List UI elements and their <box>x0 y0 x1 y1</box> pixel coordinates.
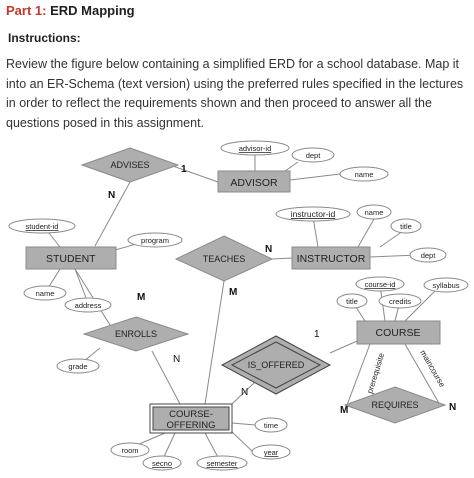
role-prerequisite: prerequisite <box>365 351 386 394</box>
relationship-enrolls: ENROLLS <box>82 316 190 352</box>
attr-instructor-title: title <box>400 222 412 231</box>
svg-text:COURSE: COURSE <box>376 327 421 339</box>
svg-text:INSTRUCTOR: INSTRUCTOR <box>297 253 366 265</box>
card-teaches-instructor: N <box>265 244 272 255</box>
part-label: Part 1: <box>6 3 47 18</box>
attr-syllabus: syllabus <box>432 281 459 290</box>
card-teaches-offering: M <box>229 287 237 298</box>
attr-course-title: title <box>346 297 358 306</box>
relationship-requires: REQUIRES <box>343 386 447 424</box>
attr-instructor-id: instructor-id <box>291 209 336 219</box>
attr-advisor-name: name <box>355 170 374 179</box>
svg-text:ENROLLS: ENROLLS <box>115 329 157 339</box>
attr-secno: secno <box>152 459 172 468</box>
attribute-ovals <box>8 140 469 471</box>
card-enrolls-student: M <box>137 292 145 303</box>
entity-student: STUDENT <box>25 246 117 270</box>
card-requires-m: M <box>340 405 348 416</box>
instructions-label: Instructions: <box>8 31 81 45</box>
entity-course-offering: COURSE- OFFERING <box>149 403 233 434</box>
attr-time: time <box>264 421 278 430</box>
relationship-teaches: TEACHES <box>174 235 274 282</box>
card-offered-course: 1 <box>314 329 320 340</box>
svg-text:REQUIRES: REQUIRES <box>371 400 418 410</box>
role-maincourse: maincourse <box>418 349 447 390</box>
card-offered-offering: N <box>241 387 248 398</box>
attr-advisor-dept: dept <box>306 151 322 160</box>
attr-instructor-dept: dept <box>421 251 437 260</box>
card-advises-student: N <box>108 190 115 201</box>
card-enrolls-offering: N <box>173 354 180 365</box>
entity-course: COURSE <box>356 320 441 345</box>
attr-student-id: student-id <box>26 222 59 231</box>
svg-text:IS_OFFERED: IS_OFFERED <box>248 360 305 370</box>
svg-text:TEACHES: TEACHES <box>203 254 246 264</box>
attr-program: program <box>141 236 169 245</box>
svg-text:ADVISOR: ADVISOR <box>230 177 278 189</box>
attr-advisor-id: advisor-id <box>239 144 272 153</box>
relationship-is-offered: IS_OFFERED <box>220 335 332 395</box>
relationship-advises: ADVISES <box>80 147 180 183</box>
card-advises-advisor: 1 <box>181 164 187 175</box>
attr-course-id: course-id <box>365 280 396 289</box>
attr-instructor-name: name <box>365 208 384 217</box>
page-heading: Part 1: ERD Mapping <box>6 3 135 18</box>
svg-text:OFFERING: OFFERING <box>166 420 215 431</box>
attribute-labels: advisor-id dept name instructor-id name … <box>26 144 460 468</box>
svg-text:STUDENT: STUDENT <box>46 253 96 265</box>
svg-text:COURSE-: COURSE- <box>169 409 213 420</box>
cardinality-labels: N 1 N M M N 1 N M N <box>108 164 456 416</box>
card-requires-n: N <box>449 402 456 413</box>
entity-advisor: ADVISOR <box>217 170 291 193</box>
attr-grade: grade <box>68 362 87 371</box>
attr-year: year <box>264 448 279 457</box>
attr-address: address <box>75 301 102 310</box>
attr-room: room <box>121 446 138 455</box>
instructions-text: Review the figure below containing a sim… <box>6 57 464 130</box>
svg-text:ADVISES: ADVISES <box>110 160 149 170</box>
attr-semester: semester <box>207 459 238 468</box>
attr-credits: credits <box>389 297 411 306</box>
attr-student-name: name <box>36 289 55 298</box>
entity-instructor: INSTRUCTOR <box>291 246 371 270</box>
heading-title: ERD Mapping <box>50 3 135 18</box>
